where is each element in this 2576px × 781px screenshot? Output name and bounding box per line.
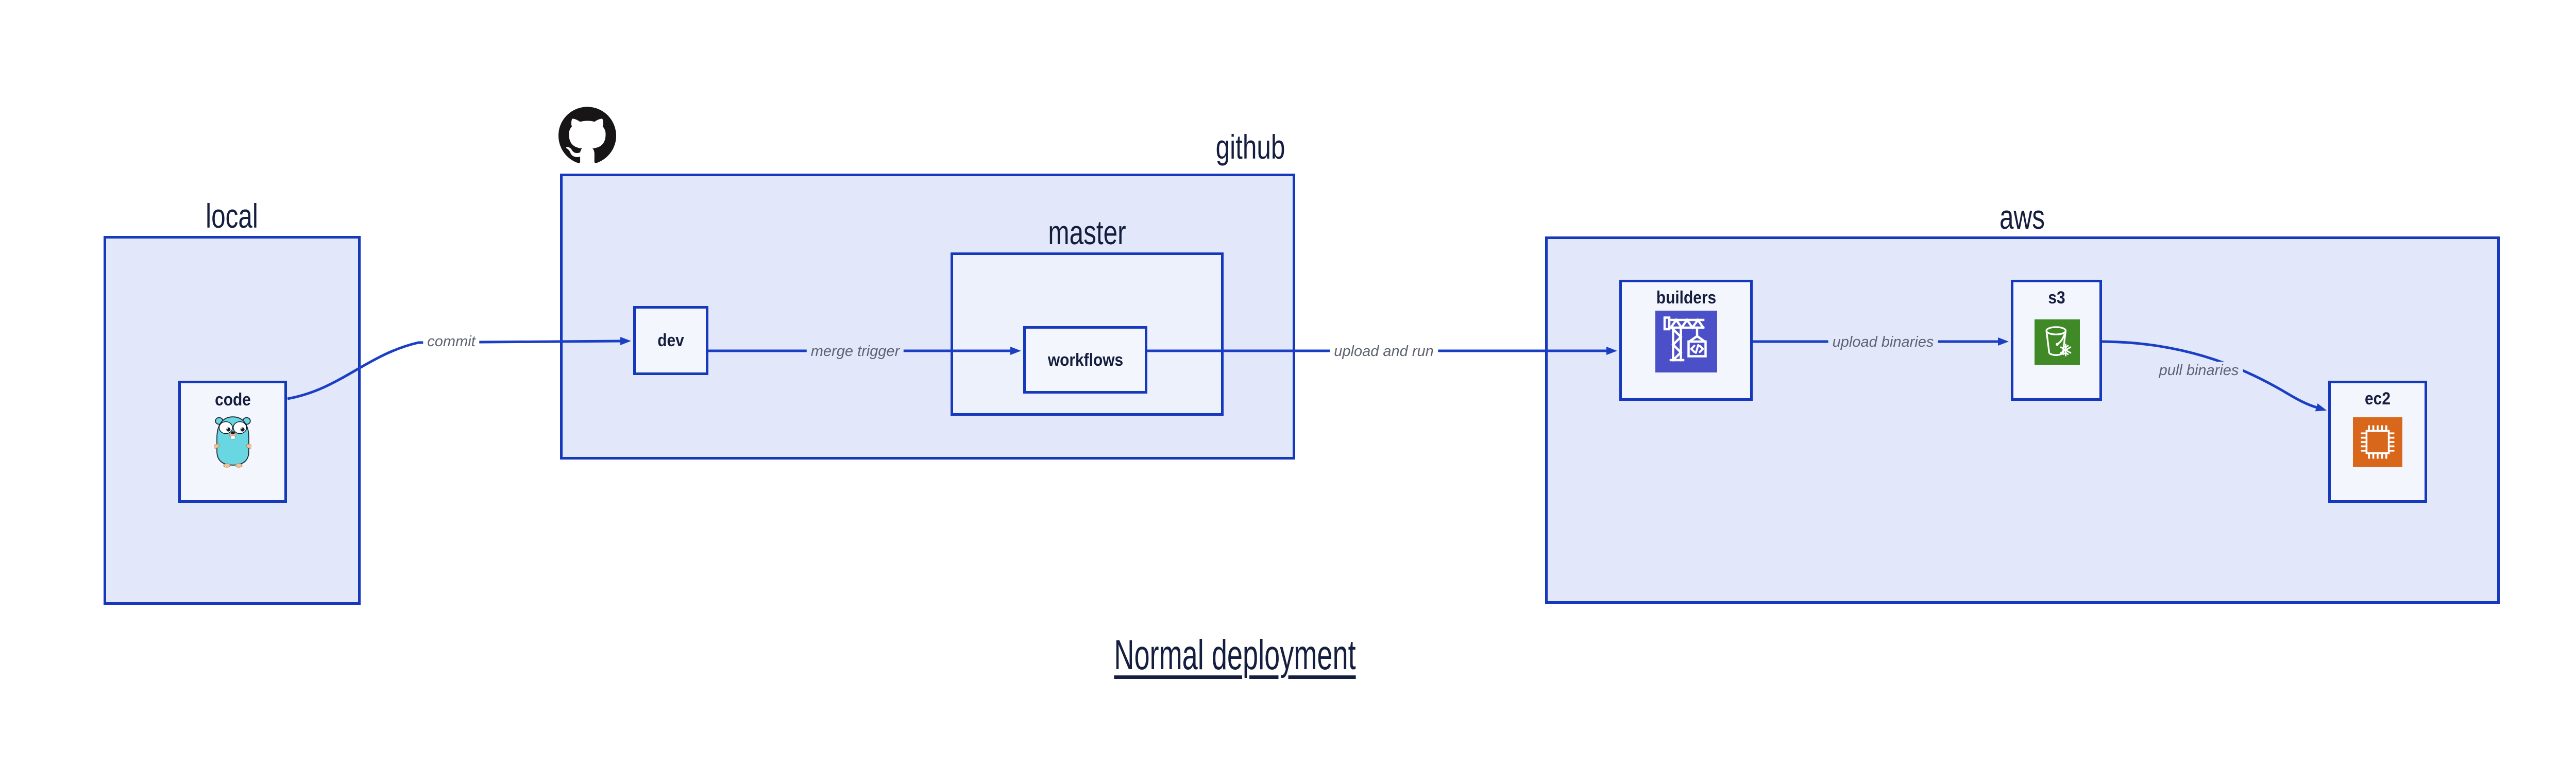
edge-label-upload-binaries: upload binaries [1828,333,1938,351]
node-label-builders: builders [1656,288,1716,308]
edge-label-commit: commit [423,333,480,350]
node-label-workflows: workflows [1047,350,1123,370]
edge-pull-binaries [2102,340,2327,412]
container-label-github: github [1215,128,1285,166]
node-workflows: workflows [1023,326,1147,394]
diagram-title: Normal deployment [1114,632,1356,678]
node-s3: s3 [2011,280,2102,401]
node-code: code [178,381,287,503]
edge-label-upload-and-run: upload and run [1330,343,1438,360]
github-octocat-icon [558,106,616,164]
container-label-aws: aws [1999,198,2045,236]
go-gopher-icon [214,413,251,469]
node-label-dev: dev [657,331,684,350]
edge-label-merge-trigger: merge trigger [806,343,904,360]
node-label-ec2: ec2 [2365,389,2391,409]
edge-label-pull-binaries: pull binaries [2155,362,2243,379]
node-builders: builders [1619,280,1753,401]
node-label-code: code [214,390,251,410]
node-label-s3: s3 [2047,288,2065,308]
ec2-chip-icon [2353,417,2402,467]
node-ec2: ec2 [2328,381,2427,503]
container-label-master: master [1048,213,1126,251]
node-dev: dev [633,306,708,375]
s3-bucket-snowflake-icon [2035,319,2080,365]
aws-codebuild-crane-icon [1655,311,1717,372]
edge-commit [287,337,631,400]
container-label-local: local [206,197,258,235]
